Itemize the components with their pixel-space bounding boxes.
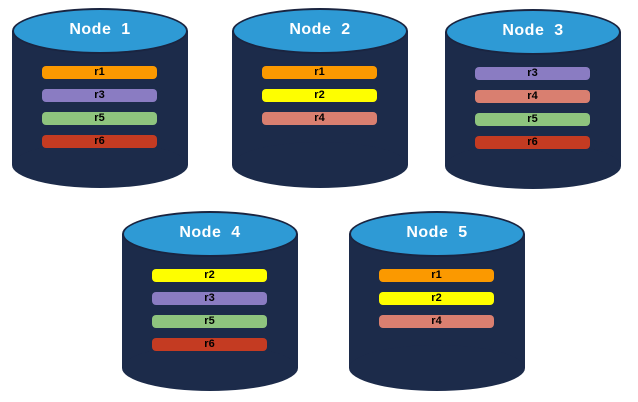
replica-label: r3 [94,89,105,101]
replica-bar-r4: r4 [475,90,590,103]
node-title: Node 1 [69,21,131,38]
replica-label: r4 [314,112,325,124]
replica-bar-r1: r1 [379,269,494,282]
replica-list: r1 r2 r4 [379,269,494,328]
replica-label: r3 [527,67,538,79]
replica-bar-r2: r2 [379,292,494,305]
replica-list: r1 r3 r5 r6 [42,66,157,148]
cylinder-bottom-cap [232,142,408,188]
replica-label: r6 [94,135,105,147]
replica-bar-r5: r5 [152,315,267,328]
cylinder-top-cap: Node 3 [445,9,621,55]
replica-bar-r3: r3 [152,292,267,305]
replica-bar-r1: r1 [42,66,157,79]
cylinder-bottom-cap [122,345,298,391]
replica-bar-r4: r4 [262,112,377,125]
replica-bar-r5: r5 [475,113,590,126]
replica-label: r2 [431,292,442,304]
replica-list: r3 r4 r5 r6 [475,67,590,149]
replica-list: r2 r3 r5 r6 [152,269,267,351]
replica-label: r6 [527,136,538,148]
replica-label: r6 [204,338,215,350]
replica-list: r1 r2 r4 [262,66,377,125]
cylinder-top-cap: Node 2 [232,8,408,54]
replica-label: r4 [527,90,538,102]
cylinder-bottom-cap [445,143,621,189]
cylinder-top-cap: Node 5 [349,211,525,257]
cylinder-top-cap: Node 4 [122,211,298,257]
replica-label: r4 [431,315,442,327]
replica-label: r5 [94,112,105,124]
cylinder-top-cap: Node 1 [12,8,188,54]
replica-bar-r6: r6 [475,136,590,149]
database-node-5: Node 5 r1 r2 r4 [349,211,525,391]
replica-bar-r5: r5 [42,112,157,125]
node-title: Node 5 [406,224,468,241]
cylinder-bottom-cap [12,142,188,188]
replica-bar-r1: r1 [262,66,377,79]
node-title: Node 4 [179,224,241,241]
replica-label: r1 [431,269,442,281]
replica-label: r1 [94,66,105,78]
database-node-2: Node 2 r1 r2 r4 [232,8,408,188]
replica-label: r2 [204,269,215,281]
replica-label: r2 [314,89,325,101]
replica-bar-r3: r3 [475,67,590,80]
replica-bar-r6: r6 [42,135,157,148]
node-title: Node 2 [289,21,351,38]
replica-bar-r6: r6 [152,338,267,351]
database-node-1: Node 1 r1 r3 r5 r6 [12,8,188,188]
database-node-4: Node 4 r2 r3 r5 r6 [122,211,298,391]
replica-bar-r2: r2 [152,269,267,282]
replica-label: r3 [204,292,215,304]
replica-label: r1 [314,66,325,78]
node-title: Node 3 [502,22,564,39]
replica-label: r5 [204,315,215,327]
database-node-3: Node 3 r3 r4 r5 r6 [445,9,621,189]
replica-bar-r2: r2 [262,89,377,102]
cylinder-bottom-cap [349,345,525,391]
replica-bar-r4: r4 [379,315,494,328]
replica-bar-r3: r3 [42,89,157,102]
replica-label: r5 [527,113,538,125]
